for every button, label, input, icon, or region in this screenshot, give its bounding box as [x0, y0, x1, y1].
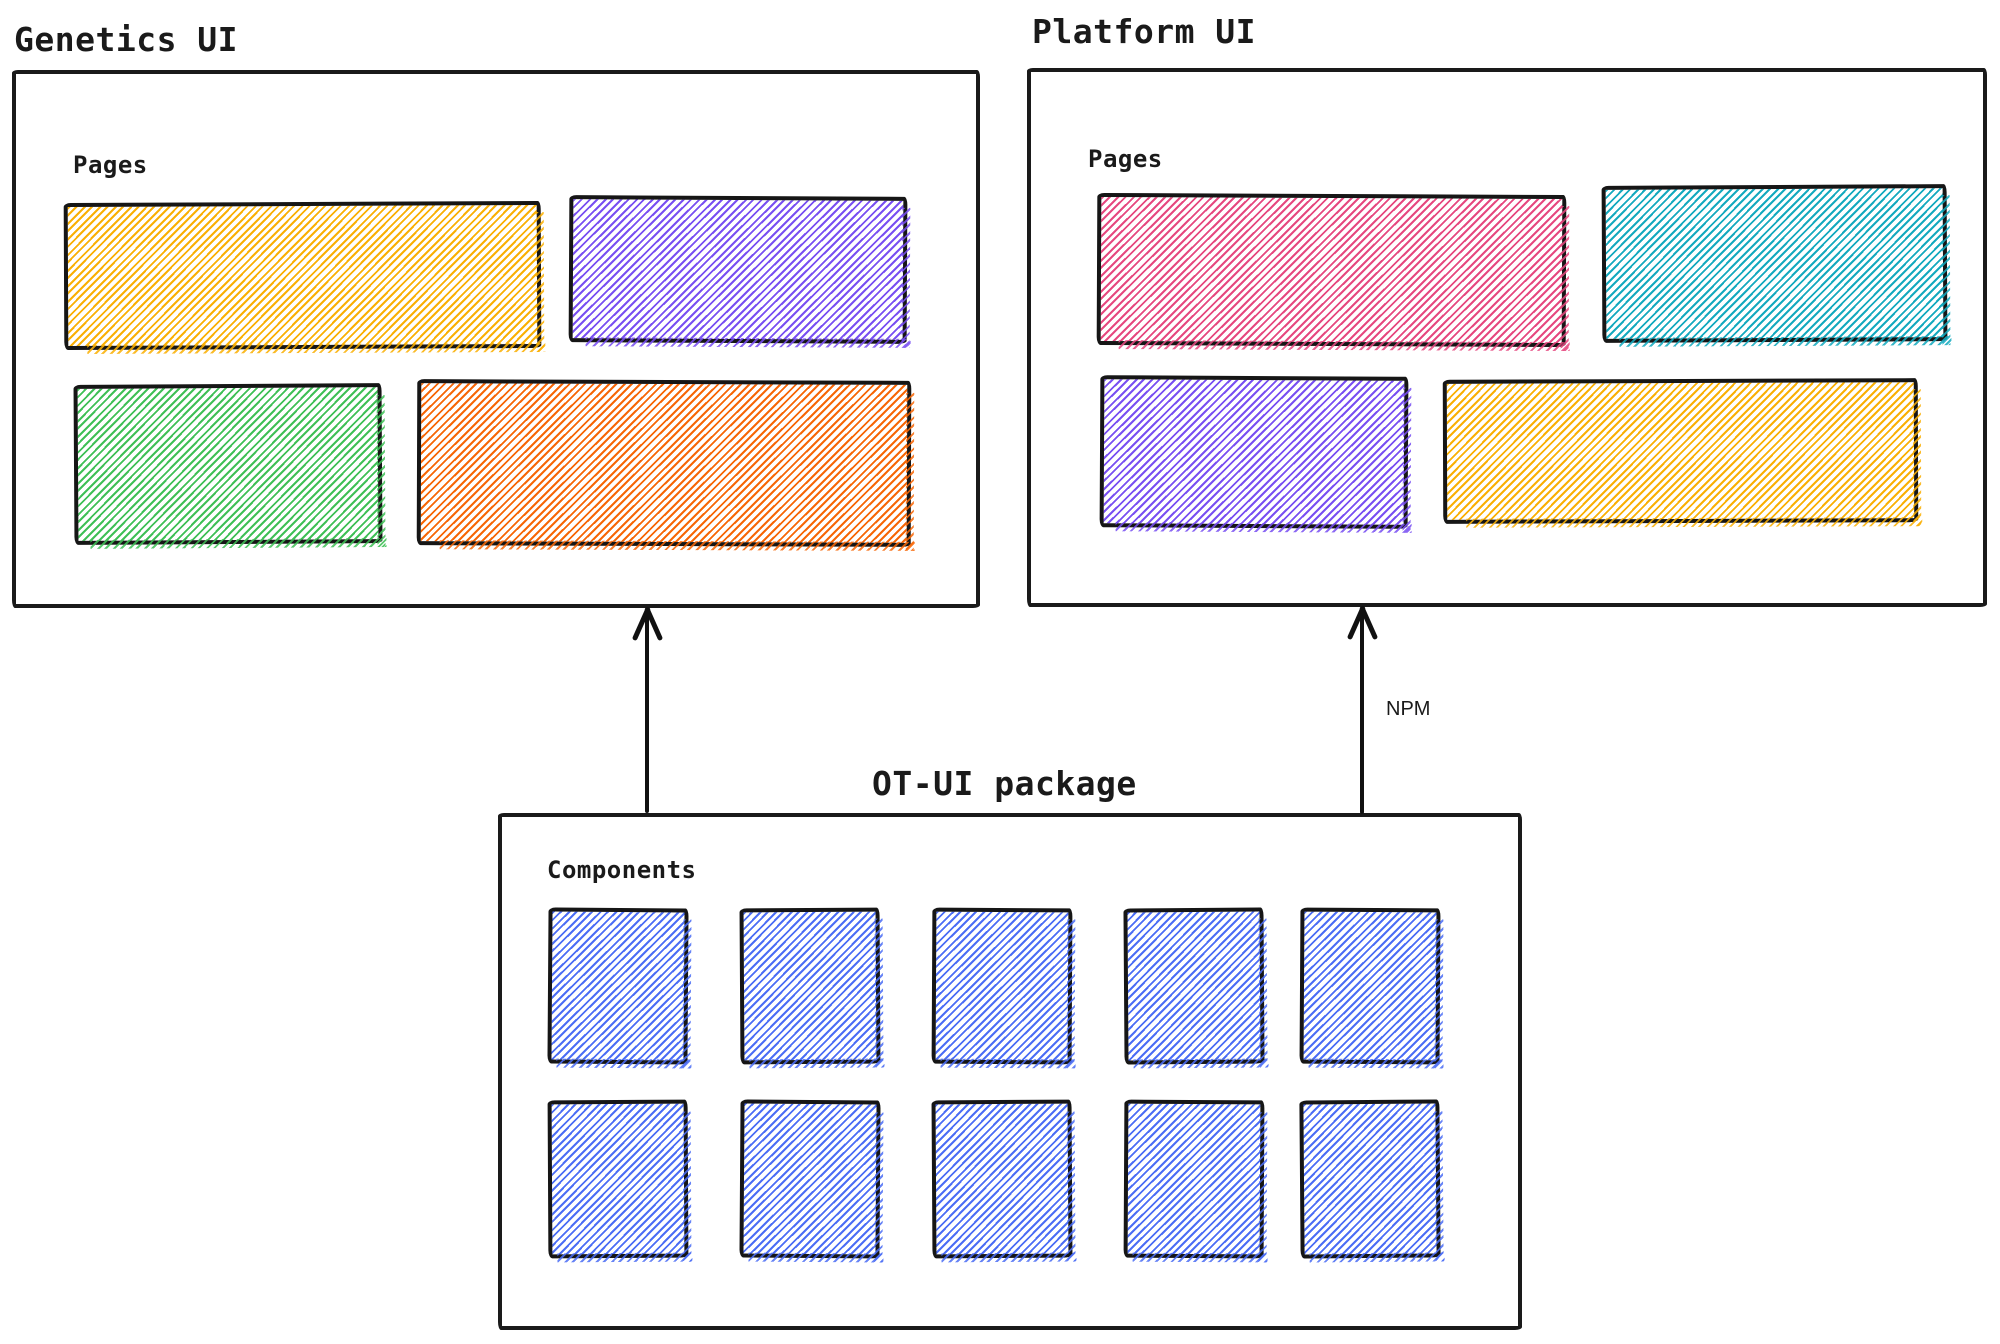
arrow-package-to-platform — [1342, 605, 1382, 814]
genetics-orange-page — [416, 379, 912, 547]
component-tile — [1299, 907, 1441, 1065]
components-label: Components — [547, 856, 697, 884]
genetics-pages-label: Pages — [73, 151, 148, 179]
genetics-green-page — [73, 383, 383, 545]
genetics-amber-page — [63, 200, 542, 351]
otui-package-title: OT-UI package — [872, 764, 1137, 803]
genetics-ui-title: Genetics UI — [14, 20, 239, 59]
arrow-shaft — [645, 611, 649, 813]
component-tile — [739, 1099, 881, 1259]
npm-arrow-label: NPM — [1386, 698, 1431, 720]
platform-violet-page — [1099, 375, 1409, 529]
platform-amber-page — [1442, 378, 1919, 524]
component-tile — [739, 907, 881, 1065]
component-tile — [547, 1099, 689, 1259]
platform-ui-title: Platform UI — [1032, 12, 1257, 51]
component-tile — [1123, 1099, 1265, 1259]
platform-pages-label: Pages — [1088, 145, 1163, 173]
component-tile — [931, 907, 1073, 1065]
platform-teal-page — [1601, 184, 1948, 343]
otui-package-box — [498, 813, 1522, 1330]
component-tile — [1123, 907, 1265, 1065]
platform-pink-page — [1096, 192, 1567, 348]
component-tile — [547, 907, 689, 1065]
arrow-package-to-genetics — [627, 606, 667, 813]
genetics-ui-box — [12, 70, 980, 608]
platform-ui-box — [1027, 68, 1987, 607]
genetics-violet-page — [568, 195, 908, 344]
component-tile — [931, 1099, 1073, 1259]
component-tile — [1299, 1099, 1441, 1259]
arrow-shaft — [1360, 610, 1364, 814]
